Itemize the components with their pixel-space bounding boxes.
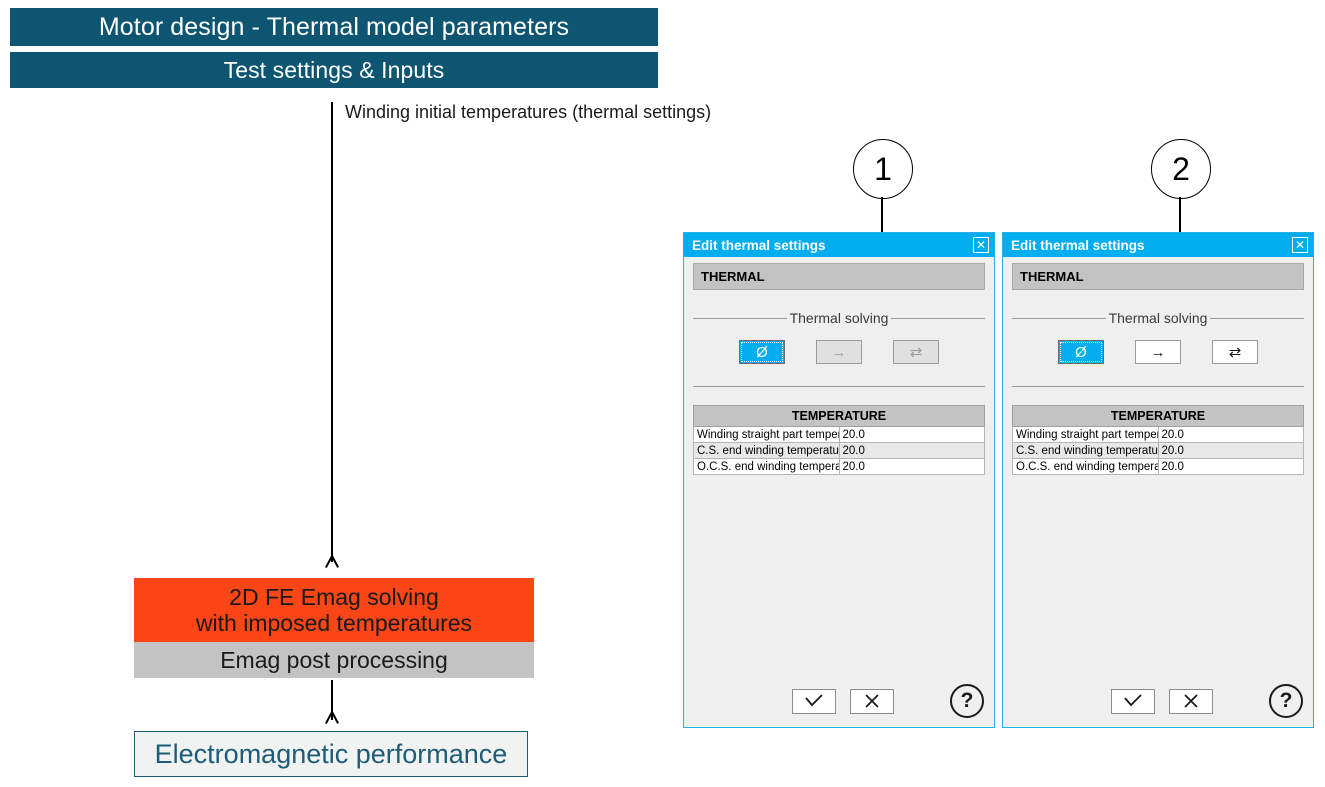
temperature-table: TEMPERATURE Winding straight part temper… [1012, 405, 1304, 475]
flow-box-electromagnetic-performance: Electromagnetic performance [134, 731, 528, 777]
table-row: C.S. end winding temperature (°C) 20.0 [1012, 442, 1304, 459]
help-question-mark: ? [960, 689, 974, 712]
dialog-footer: ? [1003, 684, 1313, 727]
section-header-thermal: THERMAL [1012, 263, 1304, 290]
null-icon: Ø [1075, 343, 1087, 361]
check-icon [1124, 694, 1142, 707]
dialog-title: Edit thermal settings [1011, 237, 1145, 253]
arrow-right-icon: → [831, 343, 847, 361]
section-divider [693, 386, 985, 387]
dialog-titlebar[interactable]: Edit thermal settings ✕ [1003, 233, 1313, 257]
arrows-bidirectional-icon: ⇄ [1228, 344, 1242, 361]
no-thermal-solving-button[interactable]: Ø [739, 340, 785, 364]
one-way-coupling-button[interactable]: → [816, 340, 862, 364]
legend-label: Thermal solving [789, 310, 889, 326]
legend-rule-right [1210, 317, 1305, 319]
thermal-solving-mode-row: Ø → ⇄ [1012, 340, 1304, 364]
temperature-table-header: TEMPERATURE [1012, 405, 1304, 427]
row-label: Winding straight part temperature (°C) [693, 426, 840, 443]
callout-leader-line-2 [1179, 197, 1181, 244]
callout-leader-line-1 [881, 197, 883, 244]
flow-connector-arrowhead-2 [325, 712, 338, 723]
callout-marker-2: 2 [1151, 139, 1211, 199]
dialog-body: THERMAL Thermal solving Ø → ⇄ [684, 257, 994, 685]
legend-rule-left [1012, 317, 1106, 319]
two-way-coupling-button[interactable]: ⇄ [893, 340, 939, 364]
dialog-title: Edit thermal settings [692, 237, 826, 253]
table-header-row: TEMPERATURE [693, 405, 985, 427]
row-value[interactable]: 20.0 [838, 442, 985, 459]
thermal-solving-group: Thermal solving Ø → ⇄ [1012, 310, 1305, 364]
section-header-thermal: THERMAL [693, 263, 985, 290]
two-way-coupling-button[interactable]: ⇄ [1212, 340, 1258, 364]
connector-label: Winding initial temperatures (thermal se… [345, 102, 712, 122]
legend-label: Thermal solving [1108, 310, 1208, 326]
footer-action-group [784, 688, 894, 714]
table-row: Winding straight part temperature (°C) 2… [693, 426, 985, 443]
row-label: O.C.S. end winding temperature (°C) [1012, 458, 1159, 475]
legend-rule-right [891, 317, 986, 319]
thermal-solving-legend: Thermal solving [1012, 310, 1305, 326]
row-value[interactable]: 20.0 [838, 426, 985, 443]
flow-connector-line-2 [331, 680, 333, 720]
close-icon[interactable]: ✕ [973, 237, 989, 253]
body-spacer [1012, 475, 1304, 685]
edit-thermal-settings-dialog-1: Edit thermal settings ✕ THERMAL Thermal … [683, 232, 995, 728]
row-value[interactable]: 20.0 [1157, 426, 1304, 443]
table-row: O.C.S. end winding temperature (°C) 20.0 [1012, 458, 1304, 475]
check-icon [805, 694, 823, 707]
flow-connector-line [331, 102, 333, 562]
row-value[interactable]: 20.0 [1157, 458, 1304, 475]
row-value[interactable]: 20.0 [838, 458, 985, 475]
callout-marker-1: 1 [853, 139, 913, 199]
temperature-table: TEMPERATURE Winding straight part temper… [693, 405, 985, 475]
callout-number-2: 2 [1172, 150, 1190, 187]
row-label: O.C.S. end winding temperature (°C) [693, 458, 840, 475]
help-icon[interactable]: ? [1269, 684, 1303, 718]
close-x-icon [865, 694, 879, 708]
close-x-icon [1184, 694, 1198, 708]
confirm-button[interactable] [792, 688, 836, 714]
callout-number-1: 1 [874, 150, 892, 187]
thermal-solving-mode-row: Ø → ⇄ [693, 340, 985, 364]
thermal-solving-legend: Thermal solving [693, 310, 986, 326]
emag-line-1: 2D FE Emag solving [229, 583, 439, 610]
close-icon[interactable]: ✕ [1292, 237, 1308, 253]
body-spacer [693, 475, 985, 685]
no-thermal-solving-button[interactable]: Ø [1058, 340, 1104, 364]
dialog-footer: ? [684, 684, 994, 727]
null-icon: Ø [756, 343, 768, 361]
dialog-titlebar[interactable]: Edit thermal settings ✕ [684, 233, 994, 257]
thermal-solving-group: Thermal solving Ø → ⇄ [693, 310, 986, 364]
flow-box-emag-solving: 2D FE Emag solving with imposed temperat… [134, 578, 534, 642]
table-header-row: TEMPERATURE [1012, 405, 1304, 427]
row-value[interactable]: 20.0 [1157, 442, 1304, 459]
subtitle-banner: Test settings & Inputs [10, 52, 658, 88]
edit-thermal-settings-dialog-2: Edit thermal settings ✕ THERMAL Thermal … [1002, 232, 1314, 728]
temperature-table-header: TEMPERATURE [693, 405, 985, 427]
flow-box-emag-post-processing: Emag post processing [134, 642, 534, 678]
one-way-coupling-button[interactable]: → [1135, 340, 1181, 364]
cancel-button[interactable] [850, 688, 894, 714]
help-question-mark: ? [1279, 689, 1293, 712]
flow-connector-arrowhead [325, 556, 338, 567]
arrow-right-icon: → [1150, 343, 1166, 361]
footer-action-group [1103, 688, 1213, 714]
legend-rule-left [693, 317, 787, 319]
emag-line-2: with imposed temperatures [195, 610, 473, 636]
row-label: C.S. end winding temperature (°C) [1012, 442, 1159, 459]
cancel-button[interactable] [1169, 688, 1213, 714]
table-row: Winding straight part temperature (°C) 2… [1012, 426, 1304, 443]
dialog-body: THERMAL Thermal solving Ø → ⇄ [1003, 257, 1313, 685]
confirm-button[interactable] [1111, 688, 1155, 714]
row-label: Winding straight part temperature (°C) [1012, 426, 1159, 443]
table-row: C.S. end winding temperature (°C) 20.0 [693, 442, 985, 459]
help-icon[interactable]: ? [950, 684, 984, 718]
row-label: C.S. end winding temperature (°C) [693, 442, 840, 459]
arrows-bidirectional-icon: ⇄ [909, 344, 923, 361]
section-divider [1012, 386, 1304, 387]
table-row: O.C.S. end winding temperature (°C) 20.0 [693, 458, 985, 475]
page-title: Motor design - Thermal model parameters [10, 8, 658, 46]
